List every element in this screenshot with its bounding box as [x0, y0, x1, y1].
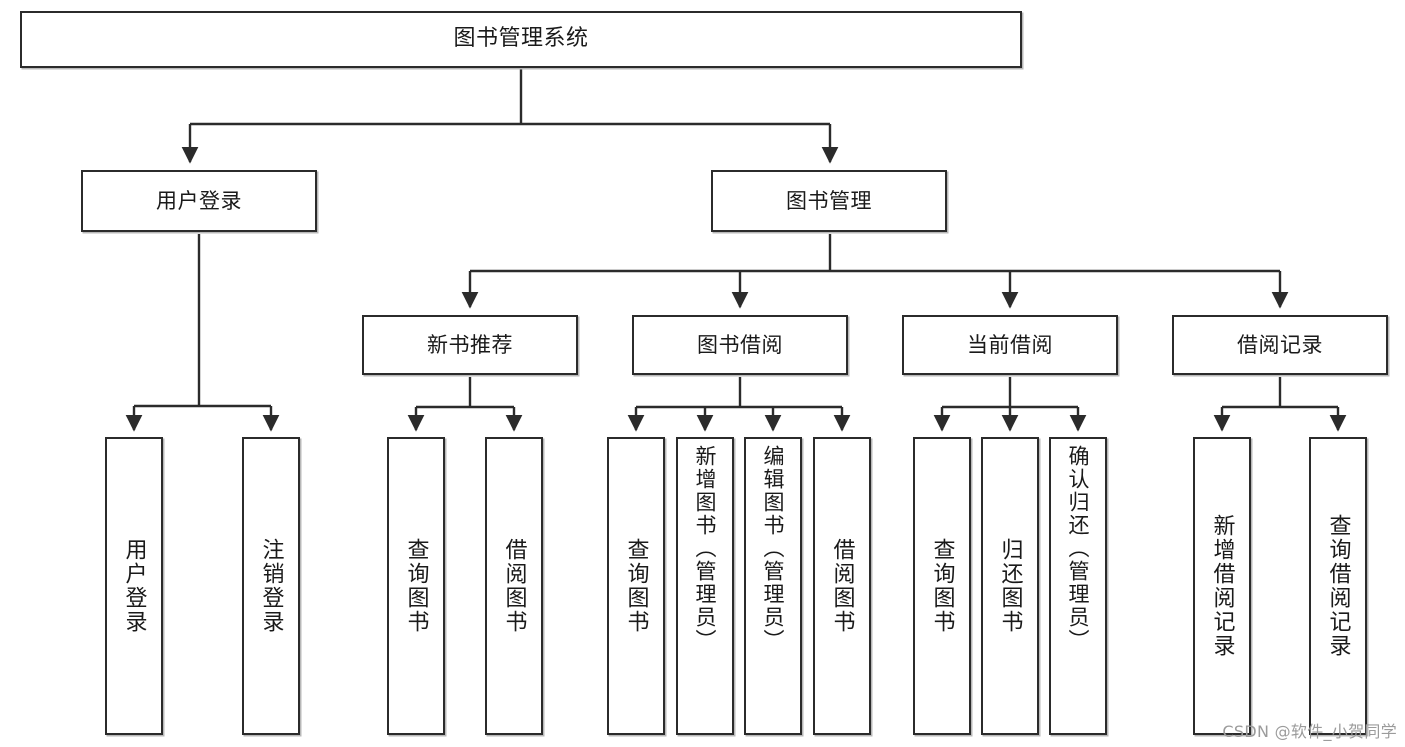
node-label: 确认归还（管理员）	[1066, 445, 1091, 652]
node-label: 查询借阅记录	[1325, 514, 1351, 658]
csdn-watermark: CSDN @软件_小贺同学	[1222, 722, 1397, 741]
leaf-book-borrow-add-book-admin[interactable]: 新增图书（管理员）	[676, 437, 734, 735]
node-borrow-record[interactable]: 借阅记录	[1172, 315, 1388, 375]
node-user-login[interactable]: 用户登录	[81, 170, 317, 232]
leaf-borrow-record-add-record[interactable]: 新增借阅记录	[1193, 437, 1251, 735]
node-label: 编辑图书（管理员）	[761, 445, 786, 652]
node-label: 查询图书	[623, 538, 649, 634]
leaf-new-book-borrow-book[interactable]: 借阅图书	[485, 437, 543, 735]
node-label: 归还图书	[997, 538, 1023, 634]
node-label: 注销登录	[258, 538, 284, 634]
leaf-book-borrow-edit-book-admin[interactable]: 编辑图书（管理员）	[744, 437, 802, 735]
leaf-current-borrow-confirm-return-admin[interactable]: 确认归还（管理员）	[1049, 437, 1107, 735]
node-new-book-recommend[interactable]: 新书推荐	[362, 315, 578, 375]
leaf-new-book-query-book[interactable]: 查询图书	[387, 437, 445, 735]
node-label: 借阅记录	[1237, 332, 1323, 357]
node-label: 图书管理	[786, 188, 872, 213]
node-label: 图书借阅	[697, 332, 783, 357]
node-book-management[interactable]: 图书管理	[711, 170, 947, 232]
node-label: 借阅图书	[829, 538, 855, 634]
node-label: 新增借阅记录	[1209, 514, 1235, 658]
leaf-book-borrow-query-book[interactable]: 查询图书	[607, 437, 665, 735]
node-root-book-management-system[interactable]: 图书管理系统	[20, 11, 1022, 68]
leaf-user-login-logout[interactable]: 注销登录	[242, 437, 300, 735]
leaf-current-borrow-query-book[interactable]: 查询图书	[913, 437, 971, 735]
node-book-borrow[interactable]: 图书借阅	[632, 315, 848, 375]
leaf-borrow-record-query-record[interactable]: 查询借阅记录	[1309, 437, 1367, 735]
node-label: 用户登录	[121, 538, 147, 634]
node-label: 用户登录	[156, 188, 242, 213]
leaf-user-login-login[interactable]: 用户登录	[105, 437, 163, 735]
leaf-current-borrow-return-book[interactable]: 归还图书	[981, 437, 1039, 735]
node-label: 新增图书（管理员）	[693, 445, 718, 652]
node-current-borrow[interactable]: 当前借阅	[902, 315, 1118, 375]
node-label: 查询图书	[403, 538, 429, 634]
node-label: 新书推荐	[427, 332, 513, 357]
node-label: 当前借阅	[967, 332, 1053, 357]
leaf-book-borrow-borrow-book[interactable]: 借阅图书	[813, 437, 871, 735]
node-label: 图书管理系统	[453, 26, 589, 52]
node-label: 查询图书	[929, 538, 955, 634]
node-label: 借阅图书	[501, 538, 527, 634]
